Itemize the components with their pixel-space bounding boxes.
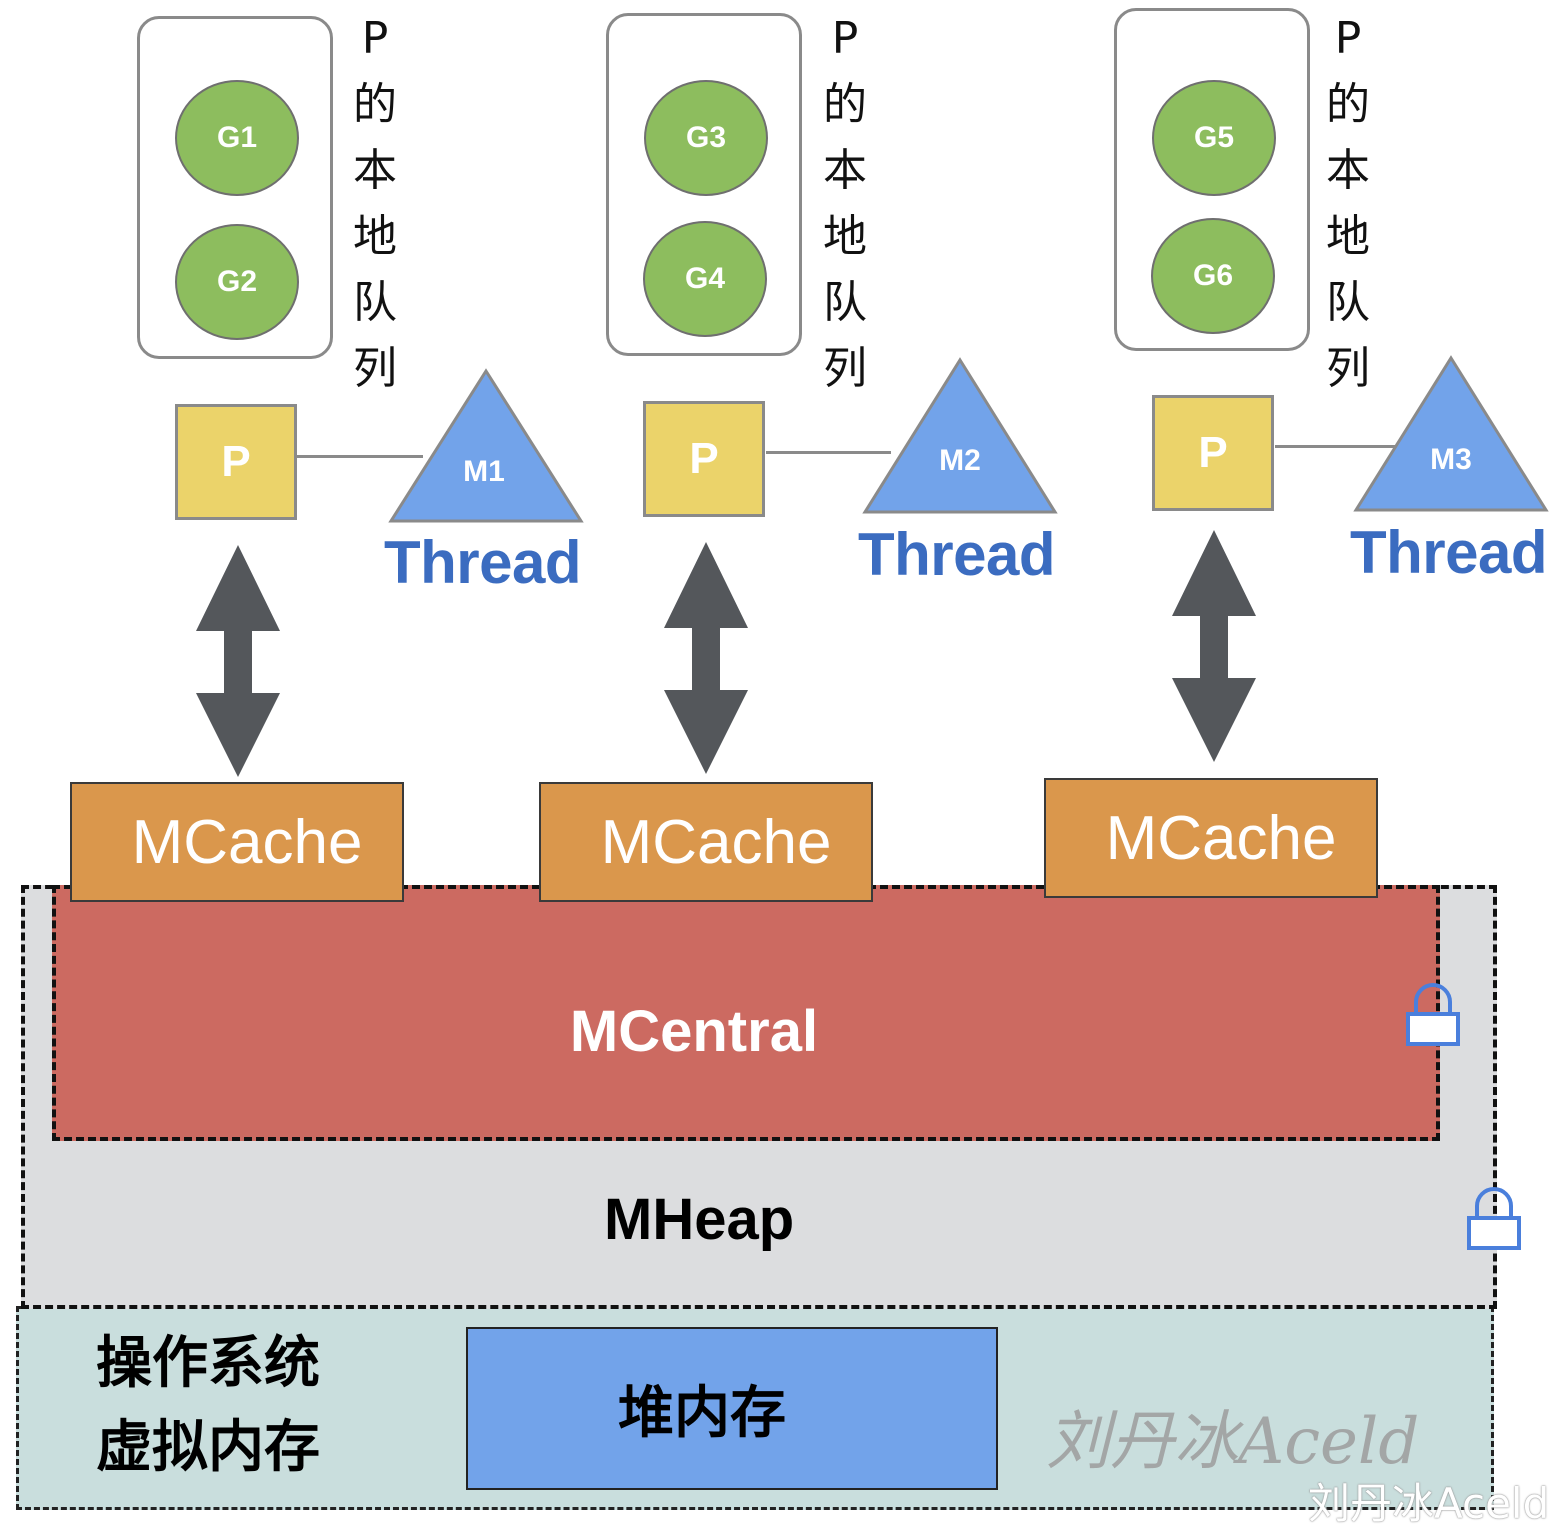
queue-label-char: 的: [823, 79, 867, 130]
machine-m3-triangle: [1353, 355, 1549, 512]
local-queue-label-3: P 的 本 地 队 列: [1318, 6, 1378, 402]
mcache-label-1: MCache: [131, 807, 363, 877]
bidirectional-arrow-icon-2: [664, 542, 748, 774]
p-m-link-3: [1275, 445, 1400, 448]
mcache-3: MCache: [1044, 778, 1378, 898]
bidirectional-arrow-icon-1: [196, 545, 280, 777]
processor-p-2: P: [643, 401, 765, 517]
os-virtual-memory-label: 操作系统 虚拟内存: [96, 1322, 320, 1490]
thread-label-2: Thread: [858, 521, 1056, 588]
queue-label-char: 的: [1326, 79, 1370, 130]
thread-label-3: Thread: [1350, 519, 1548, 586]
queue-label-char: 地: [353, 211, 397, 262]
mcache-label-3: MCache: [1105, 803, 1337, 873]
os-label-line1: 操作系统: [96, 1331, 320, 1396]
goroutine-g2: G2: [175, 224, 299, 340]
queue-label-char: 地: [823, 211, 867, 262]
heap-memory-label: 堆内存: [618, 1381, 786, 1446]
machine-label-m3: M3: [1430, 443, 1472, 476]
local-queue-label-1: P 的 本 地 队 列: [345, 6, 405, 402]
heap-memory-block: 堆内存: [466, 1327, 998, 1490]
machine-label-m2: M2: [939, 444, 981, 477]
queue-label-char: 列: [1326, 343, 1370, 394]
queue-label-char: 本: [1326, 145, 1370, 196]
bidirectional-arrow-icon-3: [1172, 530, 1256, 762]
goroutine-g4: G4: [643, 221, 767, 337]
queue-label-char: 地: [1326, 211, 1370, 262]
mcache-2: MCache: [539, 782, 873, 902]
queue-label-char: 列: [823, 343, 867, 394]
machine-label-m1: M1: [463, 455, 505, 488]
machine-triangle-shape: [388, 368, 584, 523]
queue-label-char: 队: [1326, 277, 1370, 328]
machine-triangle-shape: [1353, 355, 1549, 512]
goroutine-g1: G1: [175, 80, 299, 196]
mcentral-lock-icon: [1406, 983, 1460, 1046]
mcache-label-2: MCache: [600, 807, 832, 877]
queue-label-char: 队: [353, 277, 397, 328]
processor-p-1: P: [175, 404, 297, 520]
goroutine-g6: G6: [1151, 218, 1275, 334]
processor-p-3: P: [1152, 395, 1274, 511]
mcache-1: MCache: [70, 782, 404, 902]
goroutine-g5: G5: [1152, 80, 1276, 196]
local-queue-label-2: P 的 本 地 队 列: [815, 6, 875, 402]
machine-m1-triangle: [388, 368, 584, 523]
watermark-inner: 刘丹冰Aceld: [1046, 1405, 1420, 1479]
p-m-link-2: [766, 451, 891, 454]
queue-label-char: P: [361, 13, 389, 64]
goroutine-g3: G3: [644, 80, 768, 196]
watermark-corner: 刘丹冰Aceld: [1308, 1479, 1550, 1528]
mheap-lock-icon: [1467, 1187, 1521, 1250]
os-label-line2: 虚拟内存: [96, 1415, 320, 1480]
queue-label-char: P: [831, 13, 859, 64]
queue-label-char: P: [1334, 13, 1362, 64]
queue-label-char: 本: [353, 145, 397, 196]
queue-label-char: 列: [353, 343, 397, 394]
thread-label-1: Thread: [384, 529, 582, 596]
queue-label-char: 的: [353, 79, 397, 130]
queue-label-char: 本: [823, 145, 867, 196]
queue-label-char: 队: [823, 277, 867, 328]
mcentral-layer: MCentral: [52, 885, 1440, 1141]
mcentral-label: MCentral: [569, 998, 819, 1064]
mheap-label: MHeap: [604, 1187, 795, 1252]
machine-triangle-shape: [862, 357, 1058, 514]
p-m-link-1: [297, 455, 423, 458]
machine-m2-triangle: [862, 357, 1058, 514]
